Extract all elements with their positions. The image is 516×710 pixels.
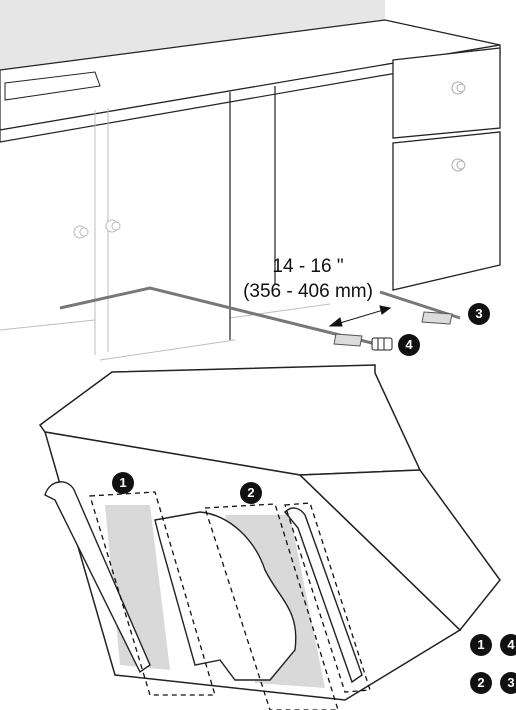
legend-badge-2: 2: [470, 672, 492, 694]
callout-1: 1: [112, 472, 134, 494]
tape-tag-4: [333, 333, 363, 347]
legend-badge-1: 1: [470, 634, 492, 656]
callout-2: 2: [240, 482, 262, 504]
legend-badge-4: 4: [500, 634, 516, 656]
dimension-line: [328, 305, 392, 327]
drawer-bottom: [392, 131, 501, 291]
drawer-knob-bottom: [451, 158, 466, 172]
tape-tag-3: [421, 311, 453, 325]
dashed-box-2: [204, 503, 339, 710]
supply-hose: [59, 286, 381, 347]
callout-4: 4: [398, 334, 420, 356]
dimension-metric: (356 - 406 mm): [243, 281, 373, 302]
legend-badge-3: 3: [500, 672, 516, 694]
wall-shade: [0, 0, 385, 70]
hose-fitting-4: [371, 337, 393, 351]
cabinet-knob-right: [105, 219, 121, 233]
sink-outline: [4, 71, 101, 101]
cabinet-knob-left: [73, 225, 89, 239]
cabinet-panels: [229, 86, 276, 340]
dimension-imperial: 14 - 16 ": [272, 256, 344, 277]
drawer-knob-top: [451, 81, 466, 95]
callout-3: 3: [468, 303, 490, 325]
drawer-top: [392, 47, 501, 139]
front-rails: [44, 481, 363, 684]
